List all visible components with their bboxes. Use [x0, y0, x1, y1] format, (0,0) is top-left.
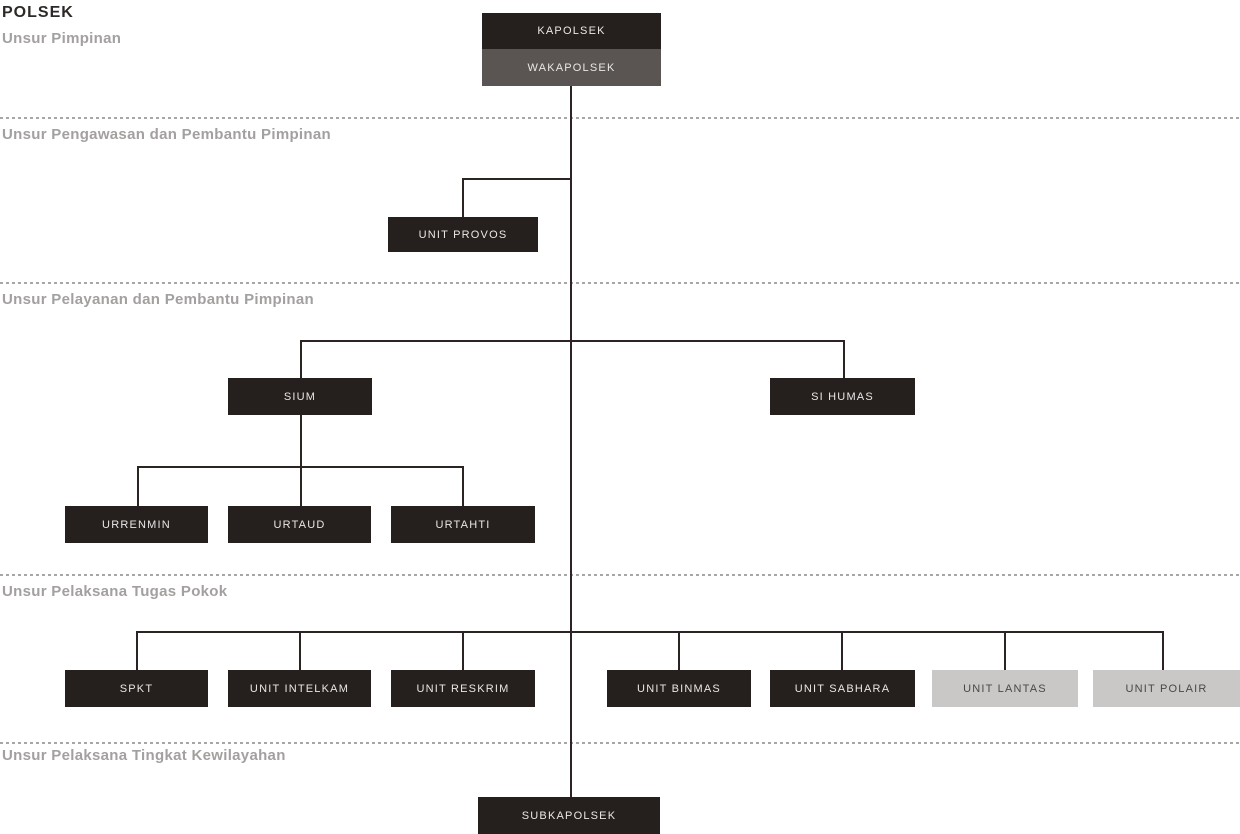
org-node-urtahti: URTAHTI: [391, 506, 535, 543]
section-heading-kewilayahan: Unsur Pelaksana Tingkat Kewilayahan: [2, 747, 286, 764]
org-node-label: UNIT INTELKAM: [249, 682, 350, 695]
section-heading-pelayanan: Unsur Pelayanan dan Pembantu Pimpinan: [2, 291, 315, 308]
org-node-urrenmin: URRENMIN: [65, 506, 208, 543]
org-node-label: WAKAPOLSEK: [527, 61, 616, 74]
connector-row3-horizontal: [300, 340, 845, 342]
section-divider: [0, 742, 1240, 744]
org-node-label: SI HUMAS: [811, 390, 874, 403]
org-node-unit-sabhara: UNIT SABHARA: [770, 670, 915, 707]
org-node-si-humas: SI HUMAS: [770, 378, 915, 415]
org-node-label: SIUM: [283, 390, 317, 403]
org-node-label: UNIT RESKRIM: [416, 682, 510, 695]
connector-urtahti-drop: [462, 466, 464, 506]
org-node-label: UNIT LANTAS: [963, 682, 1047, 695]
section-heading-pelaksana-tugas: Unsur Pelaksana Tugas Pokok: [2, 583, 228, 600]
org-node-kapolsek: KAPOLSEK: [482, 13, 661, 49]
org-node-label: URTAUD: [273, 518, 326, 531]
org-node-unit-polair: UNIT POLAIR: [1093, 670, 1240, 707]
connector-lantas-drop: [1004, 631, 1006, 670]
org-node-label: UNIT POLAIR: [1125, 682, 1208, 695]
org-node-label: SPKT: [119, 682, 154, 695]
connector-intelkam-drop: [299, 631, 301, 670]
connector-spkt-drop: [136, 631, 138, 670]
section-divider: [0, 282, 1240, 284]
org-node-label: UNIT BINMAS: [637, 682, 721, 695]
org-node-label: UNIT PROVOS: [418, 228, 508, 241]
org-node-label: UNIT SABHARA: [794, 682, 891, 695]
connector-polair-drop: [1162, 631, 1164, 670]
connector-sium-down: [300, 415, 302, 468]
section-heading-pimpinan: Unsur Pimpinan: [2, 30, 122, 47]
org-node-label: URRENMIN: [102, 518, 171, 531]
org-node-unit-reskrim: UNIT RESKRIM: [391, 670, 535, 707]
connector-main-vertical: [570, 86, 572, 797]
connector-provos-horizontal: [462, 178, 572, 180]
org-node-label: SUBKAPOLSEK: [521, 809, 617, 822]
org-node-unit-intelkam: UNIT INTELKAM: [228, 670, 371, 707]
org-node-label: URTAHTI: [435, 518, 491, 531]
connector-sabhara-drop: [841, 631, 843, 670]
connector-urtaud-drop: [300, 466, 302, 506]
section-divider: [0, 574, 1240, 576]
section-divider: [0, 117, 1240, 119]
org-node-sium: SIUM: [228, 378, 372, 415]
org-node-unit-binmas: UNIT BINMAS: [607, 670, 751, 707]
org-node-label: KAPOLSEK: [537, 25, 606, 37]
org-node-spkt: SPKT: [65, 670, 208, 707]
connector-row4-horizontal: [136, 631, 1164, 633]
org-node-unit-provos: UNIT PROVOS: [388, 217, 538, 252]
section-heading-pengawasan: Unsur Pengawasan dan Pembantu Pimpinan: [2, 126, 331, 143]
org-node-wakapolsek: WAKAPOLSEK: [482, 49, 661, 86]
connector-reskrim-drop: [462, 631, 464, 670]
page-title: POLSEK: [2, 4, 74, 21]
connector-urrenmin-drop: [137, 466, 139, 506]
org-node-urtaud: URTAUD: [228, 506, 371, 543]
org-node-subkapolsek: SUBKAPOLSEK: [478, 797, 660, 834]
org-node-unit-lantas: UNIT LANTAS: [932, 670, 1078, 707]
connector-provos-drop: [462, 178, 464, 217]
connector-sihumas-drop: [843, 340, 845, 378]
connector-sium-drop: [300, 340, 302, 378]
connector-binmas-drop: [678, 631, 680, 670]
